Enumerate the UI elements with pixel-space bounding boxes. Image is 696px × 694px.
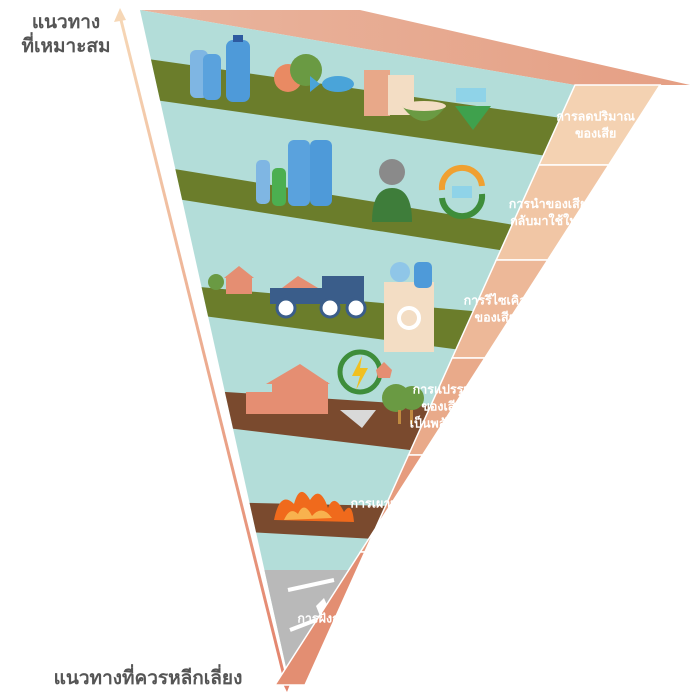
level-band-6 — [273, 551, 367, 686]
level-bands: การลดปริมาณของเสียการนำของเสียกลับมาใช้ใ… — [273, 84, 662, 686]
level-4-label-line-2: ของเสีย — [421, 399, 462, 414]
fire-icon — [274, 491, 354, 522]
person-icon — [372, 159, 412, 222]
level-1-label-line-2: ของเสีย — [575, 126, 616, 141]
ground-strip-reuse — [140, 160, 575, 262]
funnel-scene — [140, 10, 575, 685]
recycle-bag-icon — [384, 262, 434, 352]
level-5-label-line-1: การเผาทำลาย — [350, 496, 427, 511]
level-4-label-line-1: การแปรรูป — [413, 382, 472, 398]
waste-pile-icon — [340, 410, 376, 428]
truck-icon — [270, 276, 367, 319]
avoid-approach-label: แนวทางที่ควรหลีกเลี่ยง — [53, 667, 243, 689]
level-1-label-line-1: การลดปริมาณ — [556, 109, 635, 124]
water-down-arrow-icon — [455, 88, 491, 130]
factory-house-icon — [246, 364, 330, 414]
level-3-label-line-1: การรีไซเคิล — [464, 293, 527, 308]
reuse-bottles-icon — [256, 140, 332, 206]
vegetables-icon — [274, 54, 322, 92]
level-4-label-line-3: เป็นพลังงาน — [410, 416, 475, 431]
paper-bags-icon — [364, 70, 414, 116]
energy-cycle-icon — [337, 349, 392, 395]
fish-icon — [310, 76, 354, 92]
level-2-label-line-1: การนำของเสีย — [509, 196, 587, 211]
preferred-approach-line-1: แนวทาง — [31, 11, 101, 33]
village-icon — [208, 266, 254, 294]
bowl-icon — [402, 101, 446, 121]
reuse-cycle-icon — [438, 164, 486, 220]
level-3-label-line-2: ของเสีย — [475, 310, 516, 325]
preferred-approach-label: แนวทาง ที่เหมาะสม — [0, 10, 132, 58]
preferred-approach-line-2: ที่เหมาะสม — [21, 35, 111, 57]
level-2-label-line-2: กลับมาใช้ใหม่ — [510, 213, 586, 228]
funnel-top-face — [140, 10, 690, 85]
level-6-label-line-1: การฝังกลบ — [297, 611, 355, 626]
trees-icon — [382, 384, 424, 424]
bottles-icon — [190, 35, 250, 102]
